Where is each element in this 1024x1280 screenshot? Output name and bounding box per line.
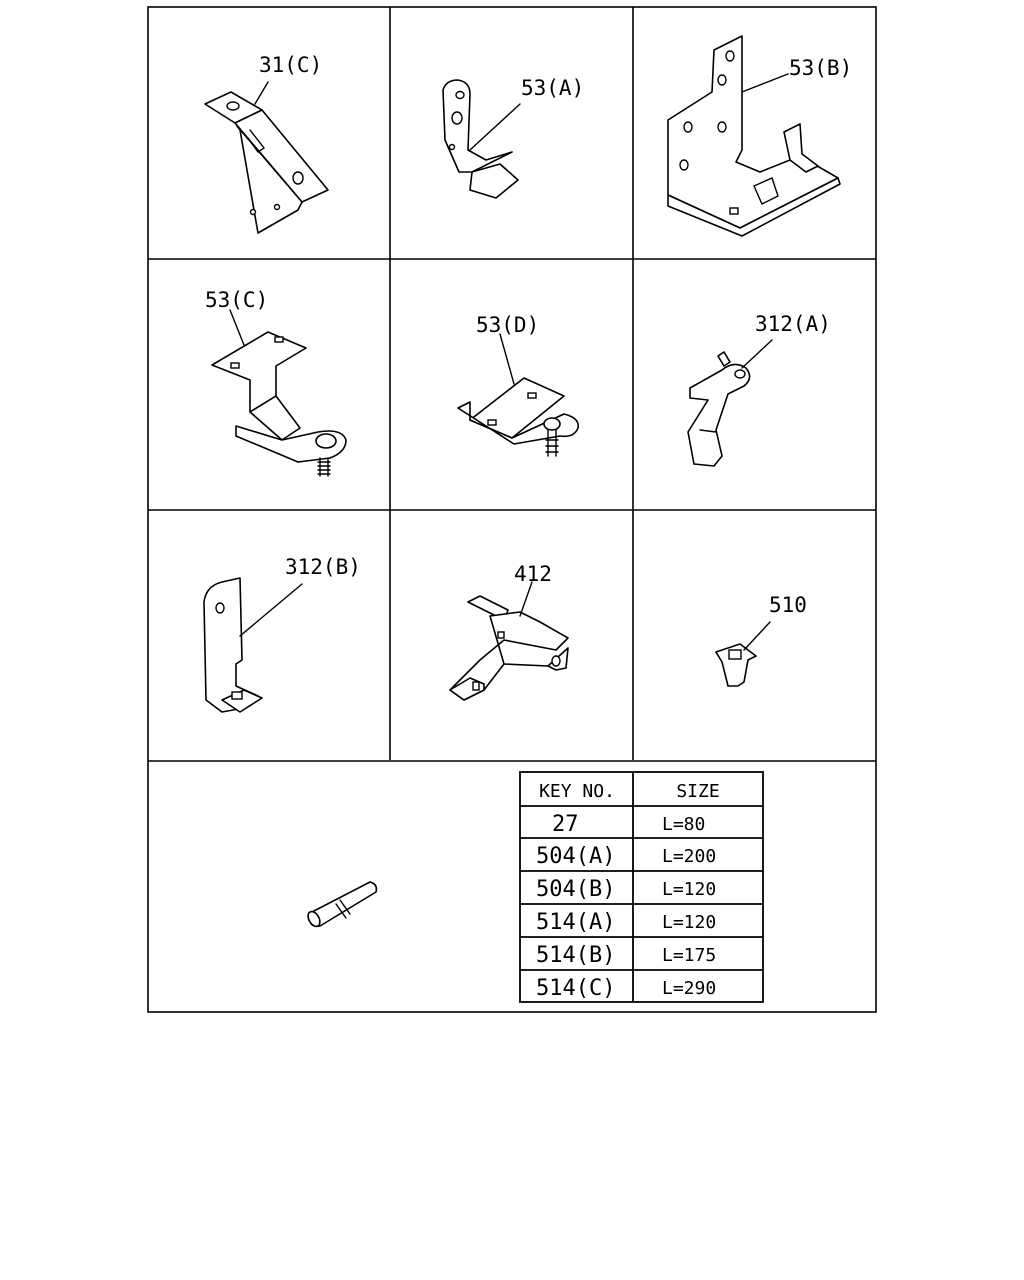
size-table: KEY NO. SIZE 27 L=80 504(A) L=200 504(B)… bbox=[519, 771, 764, 1003]
part-53a-bracket bbox=[442, 79, 521, 199]
hose-illustration bbox=[307, 881, 378, 928]
callout-412: 412 bbox=[514, 562, 552, 586]
table-key-cell: 514(C) bbox=[536, 976, 615, 1001]
callout-31c: 31(C) bbox=[259, 53, 322, 77]
table-size-cell: L=120 bbox=[662, 879, 716, 900]
leader-line bbox=[499, 333, 515, 385]
callout-312a: 312(A) bbox=[755, 312, 831, 336]
table-key-cell: 504(A) bbox=[536, 844, 615, 869]
callout-53b: 53(B) bbox=[789, 56, 852, 80]
leader-line bbox=[254, 81, 269, 105]
table-size-cell: L=175 bbox=[662, 945, 716, 966]
callout-53a: 53(A) bbox=[521, 76, 584, 100]
table-key-cell: 514(B) bbox=[536, 943, 615, 968]
callout-510: 510 bbox=[769, 593, 807, 617]
callout-312b: 312(B) bbox=[285, 555, 361, 579]
table-header-key-no: KEY NO. bbox=[539, 781, 615, 802]
diagram-grid bbox=[147, 6, 877, 1013]
callout-53c: 53(C) bbox=[205, 288, 268, 312]
part-53b-panel bbox=[667, 35, 841, 237]
table-size-cell: L=290 bbox=[662, 978, 716, 999]
part-53c-bracket bbox=[211, 309, 347, 477]
part-412-bracket bbox=[449, 581, 569, 701]
table-key-cell: 504(B) bbox=[536, 877, 615, 902]
table-key-cell: 27 bbox=[552, 812, 579, 837]
table-key-cell: 514(A) bbox=[536, 910, 615, 935]
callout-53d: 53(D) bbox=[476, 313, 539, 337]
part-53d-bracket bbox=[457, 333, 580, 457]
part-312b-bracket bbox=[203, 577, 303, 713]
table-header-size: SIZE bbox=[676, 781, 719, 802]
leader-line bbox=[239, 583, 303, 637]
part-31c-bracket bbox=[204, 81, 329, 234]
table-size-cell: L=120 bbox=[662, 912, 716, 933]
table-size-cell: L=200 bbox=[662, 846, 716, 867]
table-size-cell: L=80 bbox=[662, 814, 705, 835]
leader-line bbox=[743, 621, 771, 651]
leader-line bbox=[741, 73, 789, 93]
leader-line bbox=[741, 339, 773, 369]
part-510-clip bbox=[715, 621, 771, 687]
leader-line bbox=[469, 103, 521, 151]
leader-line bbox=[519, 581, 533, 617]
part-312a-lever bbox=[687, 339, 773, 467]
leader-line bbox=[229, 309, 245, 346]
